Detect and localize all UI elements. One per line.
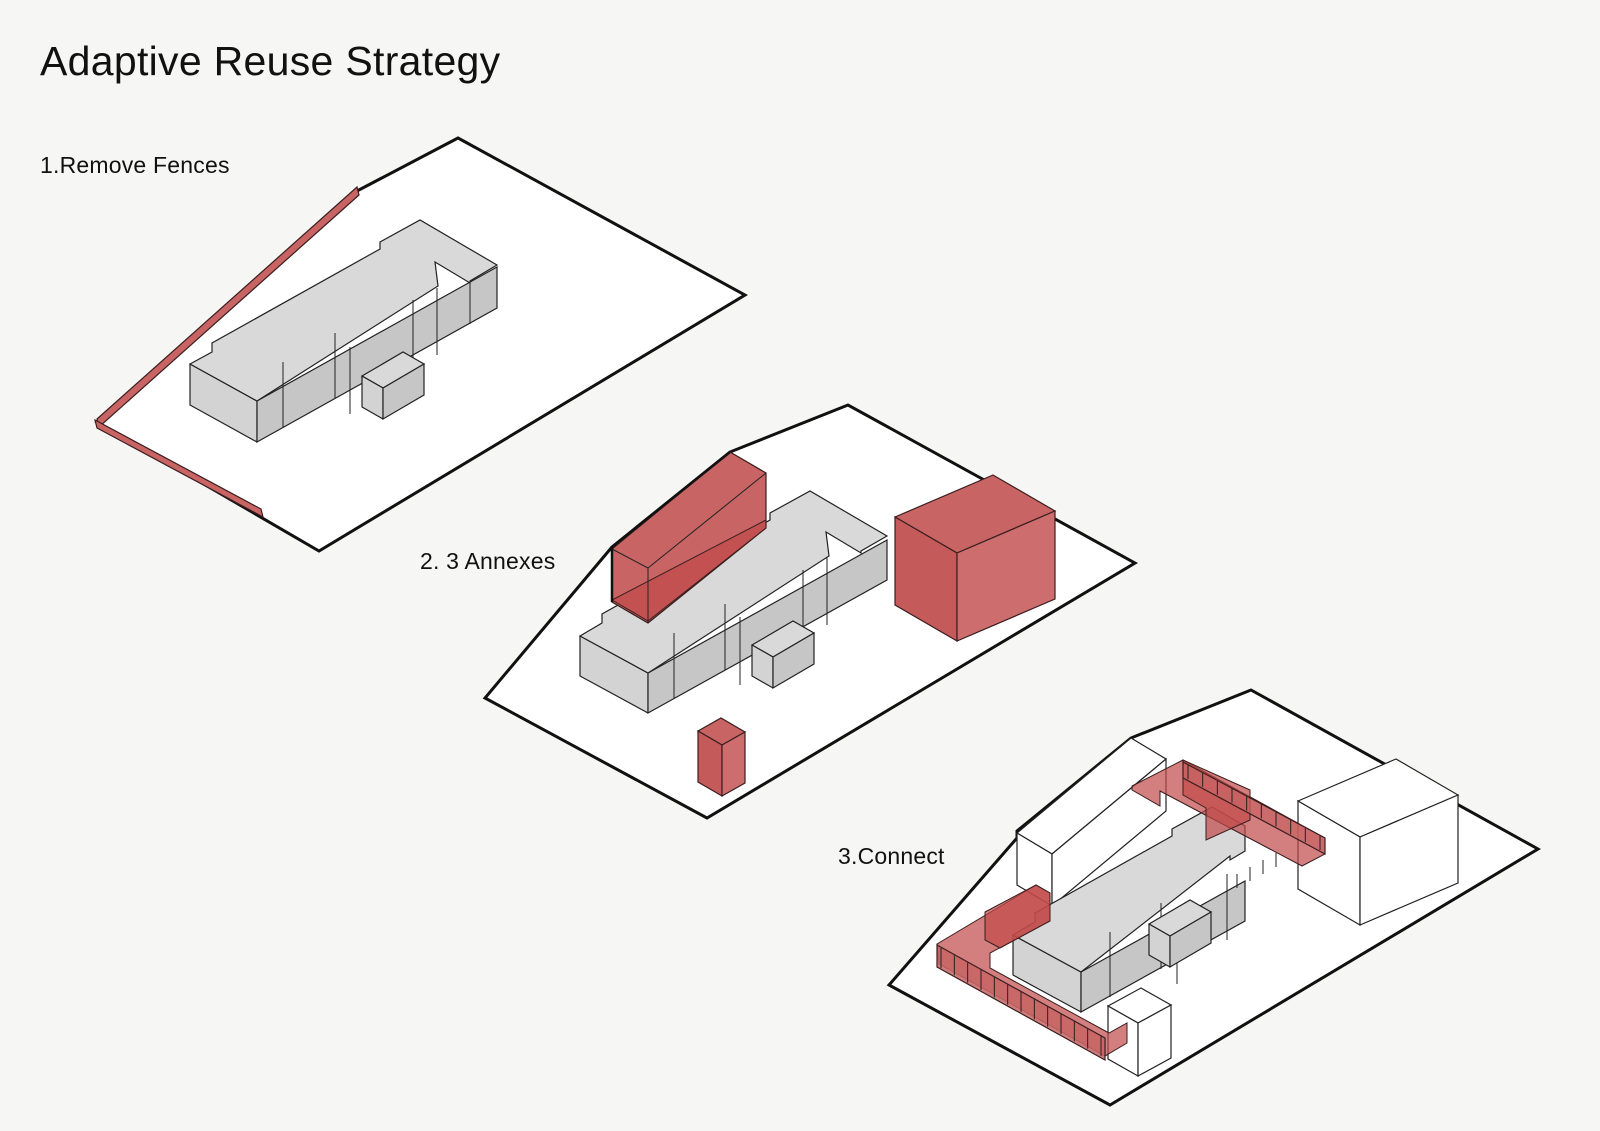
step-2-label: 2. 3 Annexes xyxy=(420,548,556,574)
step-3-label: 3.Connect xyxy=(838,843,945,869)
step-2-diagram xyxy=(482,403,1139,820)
page-title: Adaptive Reuse Strategy xyxy=(40,38,501,84)
colonnade-rear xyxy=(1182,760,1326,888)
ghost-annex-large xyxy=(1296,758,1460,927)
fence-southwest xyxy=(94,418,264,519)
ghost-annex-long xyxy=(1015,737,1168,908)
annex-long-volume xyxy=(610,451,767,624)
existing-building-1 xyxy=(188,219,499,444)
step-1-label: 1.Remove Fences xyxy=(40,152,230,178)
annex-large-cube xyxy=(893,474,1057,643)
step-1-diagram xyxy=(94,136,749,553)
existing-building-2 xyxy=(578,490,889,715)
small-volume-3 xyxy=(1147,899,1213,969)
annex-small-cube xyxy=(696,717,747,798)
small-volume-2 xyxy=(750,620,816,690)
step-3-diagram xyxy=(886,688,1542,1107)
site-plot-3 xyxy=(886,688,1542,1107)
colonnade-front xyxy=(936,943,1106,1062)
small-volume-1 xyxy=(360,351,426,421)
